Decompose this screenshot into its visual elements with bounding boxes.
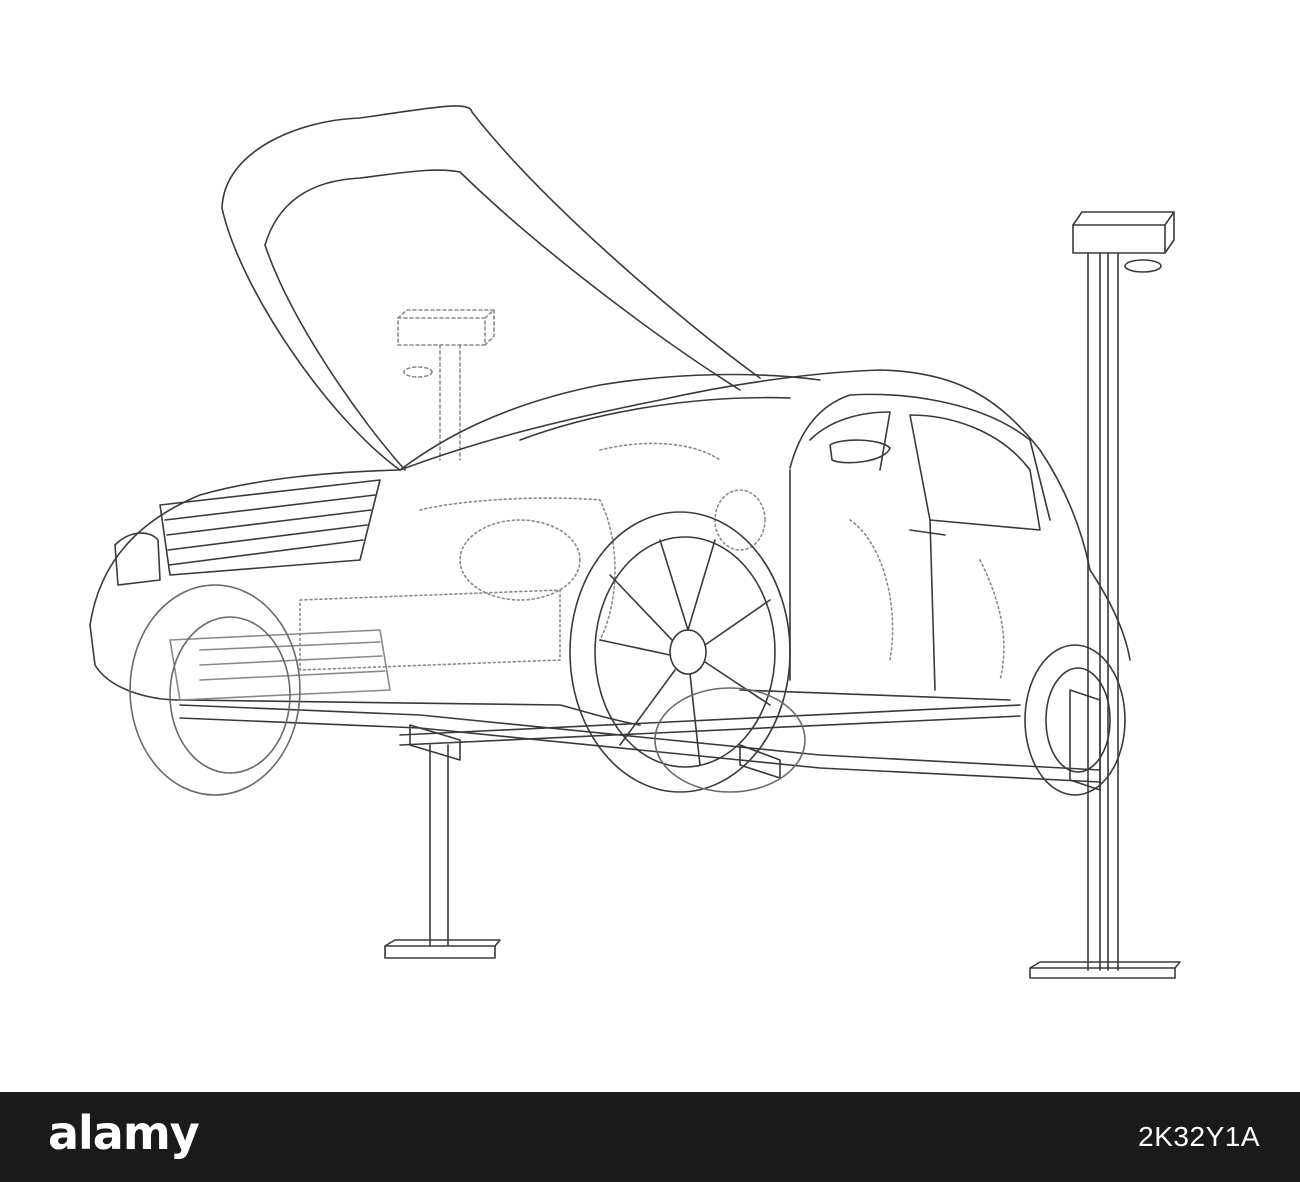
image-id: 2K32Y1A xyxy=(1138,1121,1260,1152)
wheel-front-left xyxy=(129,584,301,796)
wheel-front-right xyxy=(569,511,791,793)
lift-post-left xyxy=(384,744,501,959)
wireframe-illustration xyxy=(89,105,1181,979)
car-body xyxy=(89,369,1131,726)
car-on-lift-drawing xyxy=(89,105,1181,979)
lift-post-back xyxy=(397,309,495,461)
car-interior xyxy=(299,442,1005,681)
wheel-rear-left xyxy=(654,687,806,793)
brand-logo: alamy xyxy=(48,1106,200,1160)
lift-arms xyxy=(179,689,1101,791)
open-hood xyxy=(221,105,761,471)
wheel-rear-right xyxy=(1024,644,1126,796)
watermark-footer-bar: alamy 2K32Y1A xyxy=(0,1092,1300,1182)
lift-post-right xyxy=(1029,211,1181,979)
